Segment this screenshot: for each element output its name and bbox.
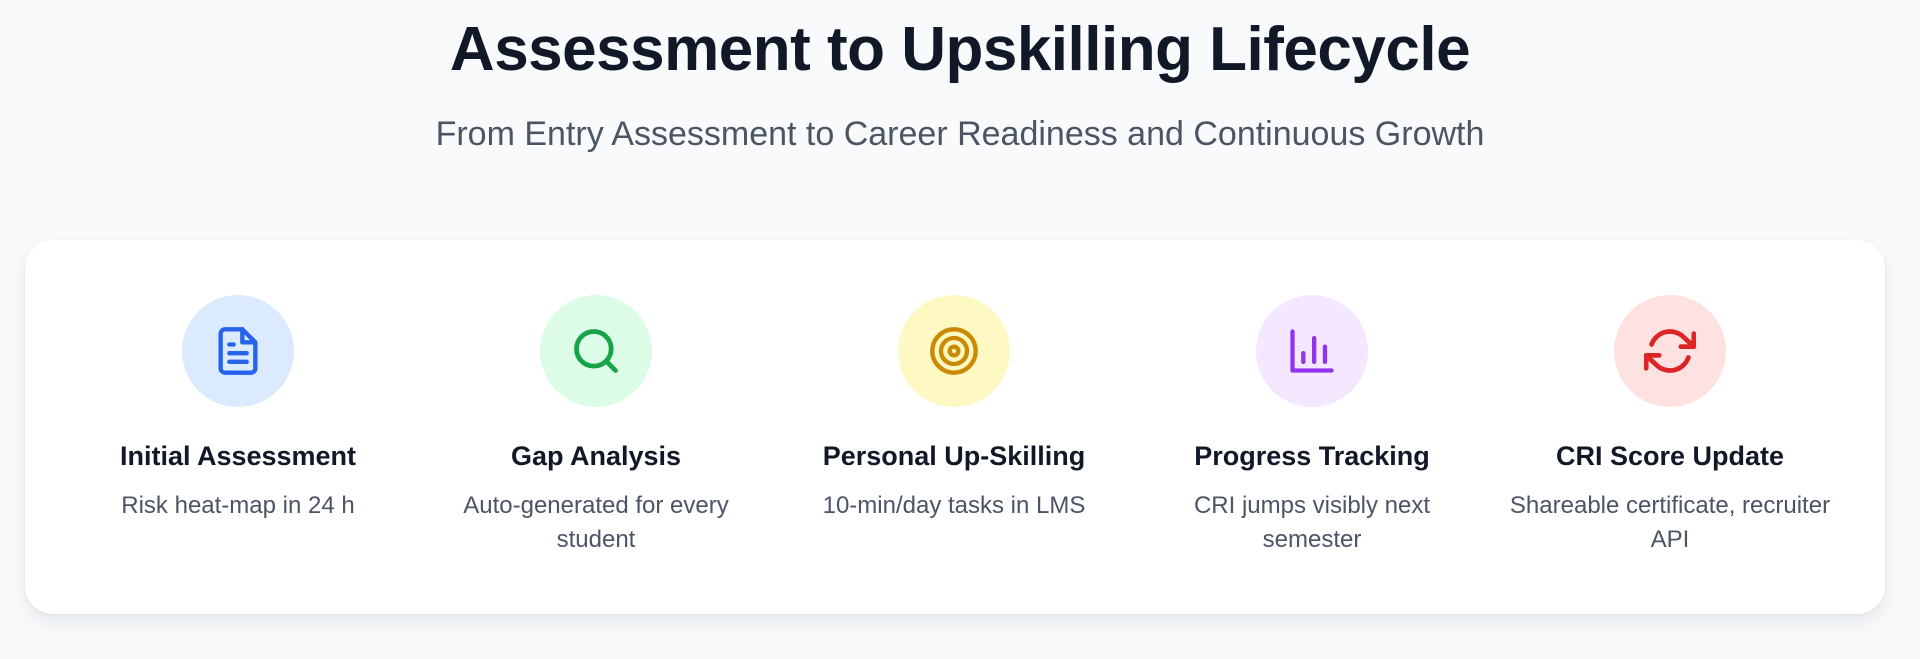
step-personal-upskilling: Personal Up-Skilling 10-min/day tasks in… [789,295,1119,523]
refresh-icon [1644,329,1696,373]
icon-badge [1256,295,1368,407]
step-description: Auto-generated for every student [463,492,729,553]
step-description: Shareable certificate, recruiter API [1509,492,1831,553]
step-progress-tracking: Progress Tracking CRI jumps visibly next… [1147,295,1477,557]
step-description: 10-min/day tasks in LMS [822,492,1086,519]
icon-badge [1614,295,1726,407]
step-title: Initial Assessment [119,441,357,471]
step-title: Progress Tracking [1194,441,1430,471]
step-cri-score-update: CRI Score Update Shareable certificate, … [1505,295,1835,557]
step-initial-assessment: Initial Assessment Risk heat-map in 24 h [73,295,403,523]
page-title: Assessment to Upskilling Lifecycle [449,15,1471,84]
step-title: Personal Up-Skilling [822,441,1086,471]
step-gap-analysis: Gap Analysis Auto-generated for every st… [431,295,761,557]
step-title: Gap Analysis [510,441,682,471]
lifecycle-card: Initial Assessment Risk heat-map in 24 h… [25,240,1885,614]
icon-badge [898,295,1010,407]
icon-badge [540,295,652,407]
lifecycle-steps: Initial Assessment Risk heat-map in 24 h… [25,240,1885,614]
search-icon [574,329,618,373]
document-icon [218,327,258,375]
target-icon [930,327,978,375]
step-description: CRI jumps visibly next semester [1193,492,1431,553]
icon-badge [182,295,294,407]
step-title: CRI Score Update [1555,441,1785,471]
page-subtitle: From Entry Assessment to Career Readines… [435,115,1485,153]
bar-chart-icon [1290,329,1334,373]
step-description: Risk heat-map in 24 h [121,492,355,519]
